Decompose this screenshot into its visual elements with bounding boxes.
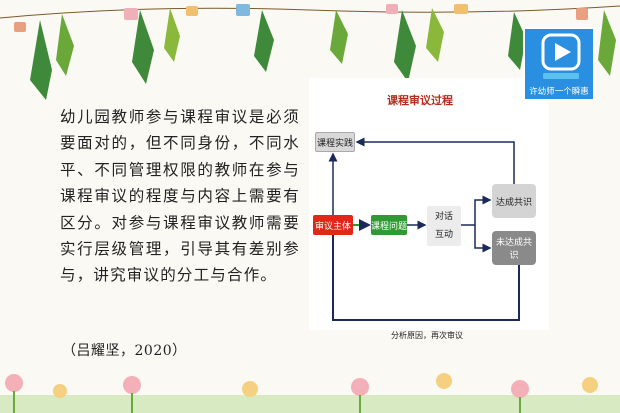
badge-label: 许幼师一个瞬惠: [529, 87, 589, 97]
node-consensus: 达成共识: [492, 184, 536, 218]
diagram-title: 课程审议过程: [387, 94, 453, 107]
citation: （吕耀坚，2020）: [62, 343, 187, 359]
node-problem: 课程问题: [371, 215, 407, 235]
body-text: 幼儿园教师参与课程审议是必须要面对的，但不同身份，不同水平、不同管理权限的教师在…: [60, 108, 300, 285]
diagram-arrows: [327, 137, 520, 321]
node-subject: 审议主体: [313, 215, 353, 235]
node-practice: 课程实践: [315, 132, 355, 152]
node-dialog-line1: 对话: [434, 212, 453, 222]
bunting-decoration: [0, 4, 620, 100]
video-badge[interactable]: 许幼师一个瞬惠: [523, 27, 595, 101]
node-dialog: 对话 互动: [427, 206, 461, 246]
node-reason: 分析原因，再次审议: [391, 331, 463, 340]
flowers-decoration: [0, 373, 620, 413]
node-dialog-line2: 互动: [434, 230, 453, 240]
play-icon: [541, 33, 581, 79]
process-diagram: 课程审议过程 课程实践 审议主体 课程问题 对话 互动 达成共识 未达成共识 分…: [309, 78, 549, 340]
node-no-consensus: 未达成共识: [492, 231, 536, 265]
